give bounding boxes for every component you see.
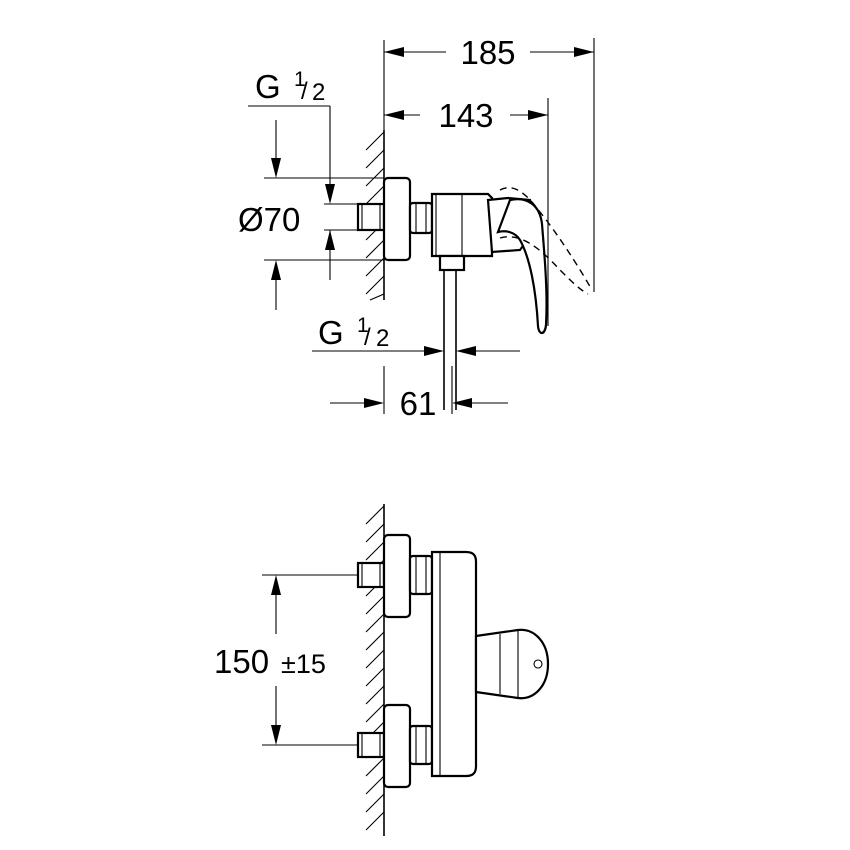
thread-bottom-num: 1 [357, 314, 369, 337]
thread-bottom-slash: / [364, 324, 371, 351]
flange-lower [382, 703, 412, 789]
thread-label-bottom: G 1 / 2 [312, 314, 520, 356]
mixer-body-front [430, 550, 478, 778]
wall-hatching-front [365, 505, 385, 831]
wall-flange [382, 176, 412, 262]
dim-flange-diameter: Ø70 [238, 201, 300, 238]
union-nut [408, 201, 434, 235]
dim-overall-length: 185 [460, 34, 515, 71]
flange-upper [382, 533, 412, 619]
side-view: 185 143 G 1 / 2 Ø70 G [238, 34, 595, 422]
handle-cap [533, 659, 543, 669]
nut-upper [408, 554, 434, 596]
dim-lever-length: 143 [438, 97, 493, 134]
dim-centers-value: 150 [214, 643, 269, 680]
front-view: 150 ±15 [214, 504, 550, 836]
dim-wall-projection: 61 [400, 385, 437, 422]
lever-handle[interactable] [496, 198, 548, 335]
thread-bottom-den: 2 [376, 325, 389, 352]
cartridge-front [474, 628, 550, 700]
thread-top-den: 2 [312, 79, 325, 106]
dim-centers-tolerance: ±15 [281, 649, 326, 679]
thread-top-slash: / [301, 78, 308, 105]
shower-outlet [438, 254, 466, 272]
lever-rotated-outline [499, 187, 593, 295]
thread-top-prefix: G [255, 68, 281, 105]
thread-top-num: 1 [294, 68, 306, 91]
thread-bottom-prefix: G [318, 314, 344, 351]
thread-label-top: G 1 / 2 [248, 68, 335, 280]
nut-lower [408, 724, 434, 766]
